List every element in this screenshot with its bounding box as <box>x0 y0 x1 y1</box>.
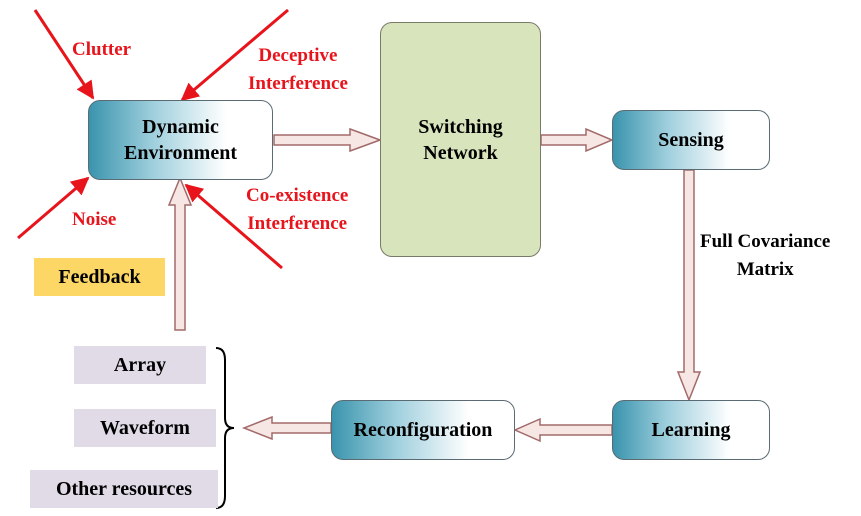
clutter-label: Clutter <box>72 39 132 60</box>
coexistence-arrow <box>184 183 283 270</box>
feedback-arrow <box>167 176 193 331</box>
clutter-arrow <box>33 9 95 100</box>
learning-label: Learning <box>651 418 731 441</box>
resource-array-label: Array <box>113 353 167 376</box>
full-covariance-matrix-label: Full Covariance Matrix <box>700 228 830 284</box>
resource-other-label: Other resources <box>55 477 193 500</box>
deceptive-line-1: Deceptive <box>258 45 338 66</box>
learning-node: Learning <box>612 400 770 460</box>
sensing-label: Sensing <box>658 128 724 151</box>
deceptive-arrow <box>180 8 289 102</box>
deceptive-line-2: Interference <box>248 73 348 94</box>
resource-waveform-label: Waveform <box>100 416 190 439</box>
resource-array: Array <box>74 346 206 384</box>
resources-brace <box>215 347 235 509</box>
sensing-to-learning-arrow <box>676 169 702 403</box>
sensing-node: Sensing <box>612 110 770 170</box>
switching-network-line-2: Network <box>423 141 498 164</box>
coexistence-line-1: Co-existence <box>246 185 349 206</box>
learning-to-reconfiguration-arrow <box>513 417 613 443</box>
switching-to-sensing-arrow <box>540 127 614 153</box>
resource-waveform: Waveform <box>74 409 216 447</box>
deceptive-interference-label: Deceptive Interference <box>248 42 348 98</box>
coexistence-line-2: Interference <box>247 213 348 234</box>
dynamic-environment-node: Dynamic Environment <box>88 100 273 180</box>
switching-network-node: Switching Network <box>380 22 541 257</box>
switching-network-line-1: Switching <box>418 115 503 138</box>
edge-label-line-1: Full Covariance <box>700 231 831 252</box>
noise-label: Noise <box>72 209 117 230</box>
env-to-switching-arrow <box>273 127 383 153</box>
reconfiguration-label: Reconfiguration <box>353 418 493 441</box>
reconfiguration-node: Reconfiguration <box>331 400 515 460</box>
noise-arrow <box>17 176 90 240</box>
coexistence-interference-label: Co-existence Interference <box>246 182 348 238</box>
edge-label-line-2: Matrix <box>736 259 794 280</box>
dynamic-environment-line-2: Environment <box>124 142 237 164</box>
dynamic-environment-line-1: Dynamic <box>142 116 219 138</box>
feedback-box: Feedback <box>34 258 165 296</box>
resource-other: Other resources <box>30 470 218 508</box>
reconfiguration-to-resources-arrow <box>241 415 332 441</box>
feedback-label: Feedback <box>58 265 141 288</box>
